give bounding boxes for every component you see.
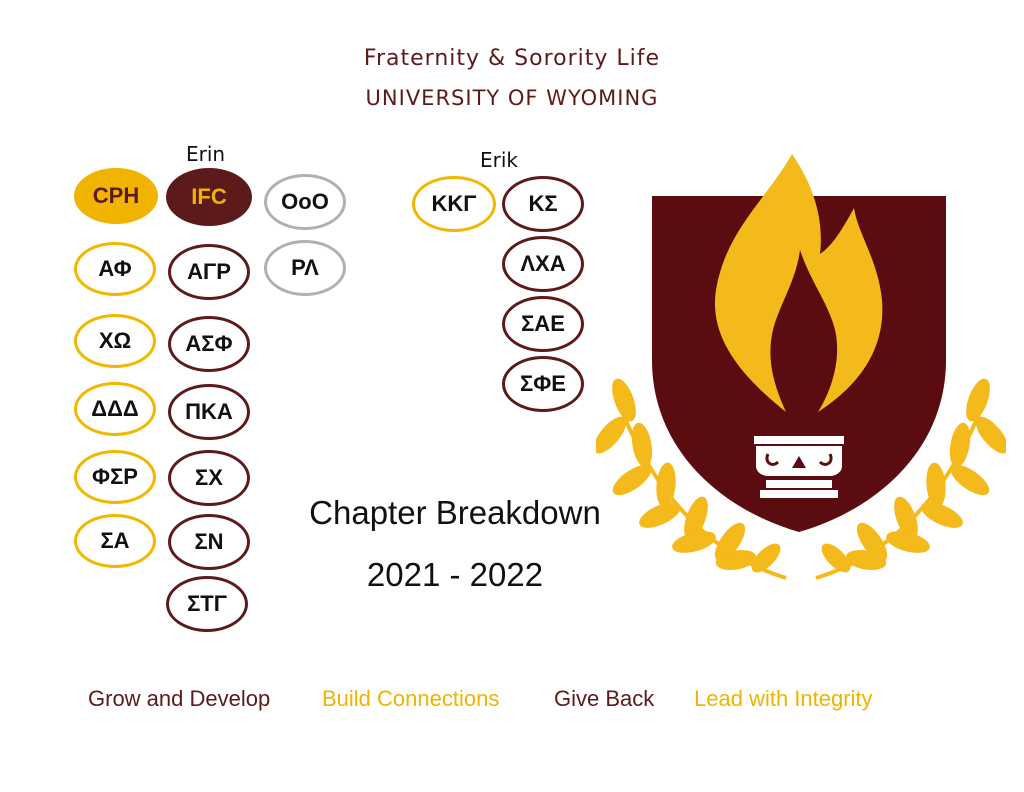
council-ooo: OoO xyxy=(264,174,346,230)
chapter-cph-3: ΔΔΔ xyxy=(74,382,156,436)
header-line2: UNIVERSITY OF WYOMING xyxy=(365,86,659,110)
chapter-erik-sae: ΣΑΕ xyxy=(502,296,584,352)
footer-lead: Lead with Integrity xyxy=(694,686,873,711)
footer-give: Give Back xyxy=(554,686,655,711)
footer-build: Build Connections xyxy=(322,686,500,711)
chapter-ifc-4: ΣΧ xyxy=(168,450,250,506)
chapter-ifc-5: ΣΝ xyxy=(168,514,250,570)
chapter-ifc-6: ΣΤΓ xyxy=(166,576,248,632)
chapter-cph-1: ΑΦ xyxy=(74,242,156,296)
chapter-ifc-3: ΠΚΑ xyxy=(168,384,250,440)
footer-grow: Grow and Develop xyxy=(88,686,271,711)
page-title: Chapter Breakdown xyxy=(309,494,601,531)
chapter-ifc-2: ΑΣΦ xyxy=(168,316,250,372)
flame-shield-laurel-icon xyxy=(593,150,1009,590)
chapter-erik-kkg: ΚΚΓ xyxy=(412,176,496,232)
page-year: 2021 - 2022 xyxy=(366,556,544,593)
chapter-erik-sfe: ΣΦΕ xyxy=(502,356,584,412)
advisor-erik: Erik xyxy=(480,148,518,172)
chapter-cph-4: ΦΣΡ xyxy=(74,450,156,504)
council-rl: ΡΛ xyxy=(264,240,346,296)
chapter-cph-5: ΣΑ xyxy=(74,514,156,568)
chapter-ifc-1: ΑΓΡ xyxy=(168,244,250,300)
advisor-erin: Erin xyxy=(186,142,226,166)
header-subtitle: UNIVERSITY OF WYOMING xyxy=(0,86,1024,110)
chapter-cph-2: ΧΩ xyxy=(74,314,156,368)
council-cph: CPH xyxy=(74,168,158,224)
chapter-erik-ks: ΚΣ xyxy=(502,176,584,232)
header-line1: Fraternity & Sorority Life xyxy=(363,46,661,71)
chapter-erik-lxa: ΛΧΑ xyxy=(502,236,584,292)
header-title: Fraternity & Sorority Life xyxy=(0,46,1024,71)
council-ifc: IFC xyxy=(166,168,252,226)
